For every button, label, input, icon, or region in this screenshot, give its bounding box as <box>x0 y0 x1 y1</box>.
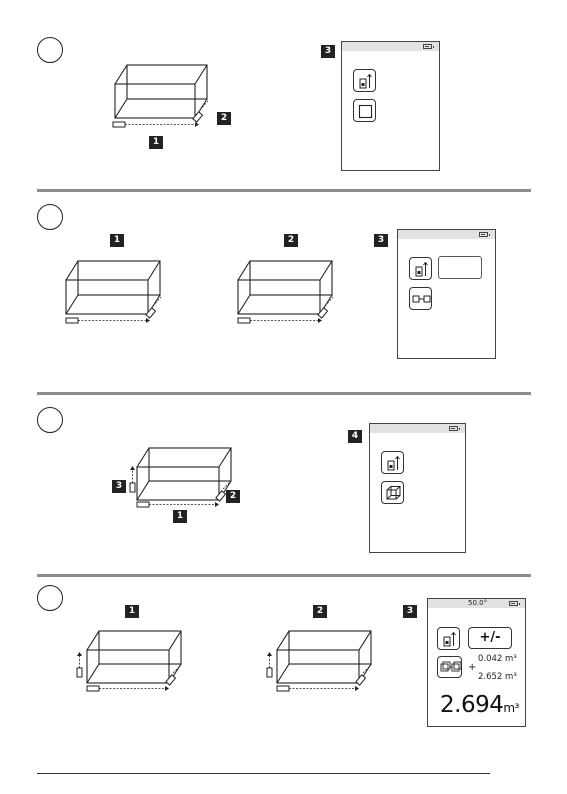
step-badge-edge-2: 2 <box>217 112 231 125</box>
box-diagram-4b <box>263 628 383 696</box>
scene-badge-2: 2 <box>313 605 327 618</box>
box-diagram-2a <box>58 258 178 333</box>
device-arrow-icon <box>438 628 461 651</box>
step-circle-4 <box>37 585 63 611</box>
length-icon <box>410 288 433 311</box>
volume-result-value: 2.694 <box>440 692 503 718</box>
step-badge-edge-1: 1 <box>173 510 187 523</box>
length-mode-button[interactable] <box>409 287 432 310</box>
box-diagram-4a <box>73 628 193 696</box>
scene-badge-2: 2 <box>284 234 298 247</box>
box-diagram-1 <box>105 62 225 137</box>
volume-mode-button[interactable] <box>381 481 404 504</box>
step-circle-1 <box>37 37 63 63</box>
plus-minus-label: +/- <box>469 630 511 645</box>
device-screen-2 <box>397 229 496 359</box>
device-screen-4: 50.0° +/- + 0.042 m³ 2.652 m³ 2.694m³ <box>427 598 526 727</box>
measure-mode-button[interactable] <box>437 627 460 650</box>
step-circle-2 <box>37 204 63 230</box>
laser-device-icon <box>113 122 199 127</box>
measure-mode-button[interactable] <box>353 69 376 92</box>
section-divider <box>37 392 531 395</box>
device-arrow-icon <box>382 452 405 475</box>
area-mode-button[interactable] <box>353 99 376 122</box>
screen-step-badge: 3 <box>403 605 417 618</box>
screen-step-badge: 3 <box>374 234 388 247</box>
plus-sign: + <box>468 662 476 673</box>
volume-sum-icon <box>438 657 463 679</box>
device-arrow-icon <box>410 258 433 281</box>
device-screen-3 <box>369 423 466 553</box>
screen-step-badge: 3 <box>321 45 335 58</box>
box-diagram-2b <box>230 258 350 333</box>
plus-minus-button[interactable]: +/- <box>468 627 512 649</box>
volume-value-1: 0.042 m³ <box>478 654 517 664</box>
battery-icon <box>509 601 518 606</box>
battery-icon <box>449 426 458 431</box>
battery-icon <box>479 232 488 237</box>
step-badge-edge-2: 2 <box>226 490 240 503</box>
step-badge-edge-1: 1 <box>149 136 163 149</box>
screen-step-badge: 4 <box>348 430 362 443</box>
measure-mode-button[interactable] <box>409 257 432 280</box>
volume-result: 2.694m³ <box>440 692 519 718</box>
battery-icon <box>423 44 432 49</box>
step-badge-edge-3: 3 <box>112 480 126 493</box>
device-screen-1 <box>341 41 440 171</box>
volume-list-button[interactable] <box>437 656 462 678</box>
value-field <box>438 256 482 279</box>
measure-mode-button[interactable] <box>381 451 404 474</box>
square-icon <box>354 100 377 123</box>
footer-rule <box>37 773 490 774</box>
box-diagram-3 <box>125 443 245 518</box>
cube-icon <box>382 482 405 505</box>
device-arrow-icon <box>354 70 377 93</box>
angle-readout: 50.0° <box>468 599 487 608</box>
volume-result-unit: m³ <box>503 701 519 715</box>
section-divider <box>37 574 531 577</box>
scene-badge-1: 1 <box>110 234 124 247</box>
volume-value-2: 2.652 m³ <box>478 672 517 682</box>
section-divider <box>37 189 531 192</box>
step-circle-3 <box>37 407 63 433</box>
scene-badge-1: 1 <box>125 605 139 618</box>
